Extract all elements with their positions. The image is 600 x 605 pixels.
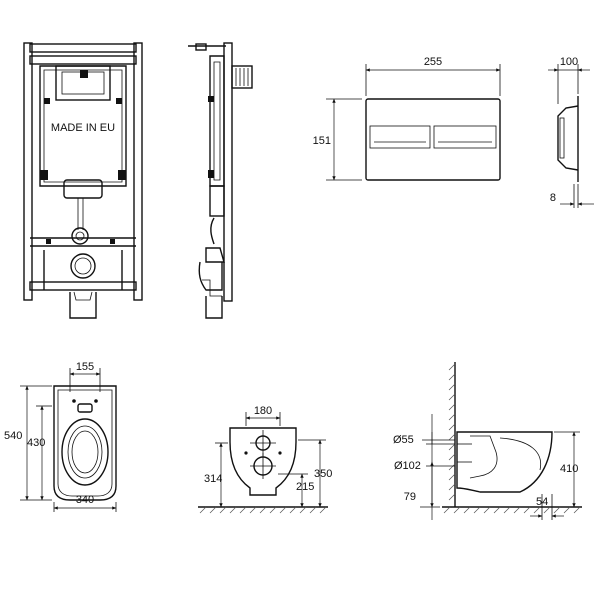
installation-frame-front-view: MADE IN EU xyxy=(23,42,143,319)
dimension-side-height: 410 xyxy=(560,463,578,475)
dimension-inlet-height: 350 xyxy=(314,468,332,480)
installation-frame-side-view xyxy=(188,42,253,319)
dimension-outlet-height: 314 xyxy=(204,473,222,485)
dimension-bowl-width: 340 xyxy=(76,494,94,506)
floor-hatch-side xyxy=(443,506,581,514)
flush-plate-side-view: 100 8 xyxy=(548,56,594,208)
frame-label: MADE IN EU xyxy=(51,122,115,134)
floor-hatch-rear xyxy=(199,506,327,514)
flush-plate-front-view: 255 151 xyxy=(313,56,501,181)
dimension-plate-width: 255 xyxy=(424,56,442,68)
dimension-bowl-length: 540 xyxy=(4,430,22,442)
dimension-inlet-diameter: Ø55 xyxy=(393,434,414,446)
wall-hatch xyxy=(448,363,456,501)
dimension-bowl-seat-width: 155 xyxy=(76,361,94,373)
dimension-plate-height: 151 xyxy=(313,135,331,147)
bowl-top-view: 155 540 430 340 xyxy=(4,361,117,512)
bowl-rear-view: 180 314 350 215 xyxy=(198,405,332,514)
dimension-bowl-inner-length: 430 xyxy=(27,437,45,449)
dimension-outlet-floor: 79 xyxy=(404,491,416,503)
dimension-plate-depth: 100 xyxy=(560,56,578,68)
dimension-bolt-spacing: 180 xyxy=(254,405,272,417)
dimension-outlet-diameter: Ø102 xyxy=(394,460,421,472)
dimension-floor-to-bowl: 215 xyxy=(296,481,314,493)
dimension-side-offset: 54 xyxy=(536,496,548,508)
bowl-side-view: Ø55 Ø102 79 410 54 xyxy=(393,362,582,520)
dimension-plate-thickness: 8 xyxy=(550,192,556,204)
